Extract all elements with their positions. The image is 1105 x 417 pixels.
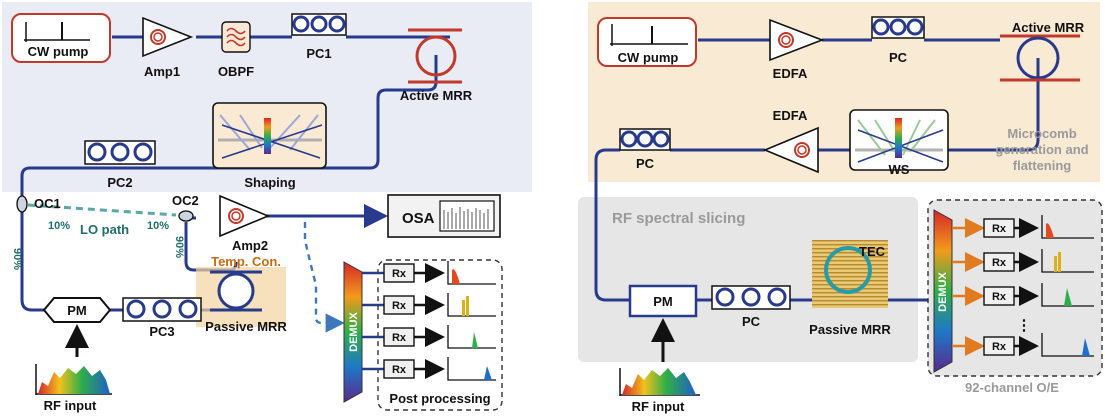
channel-oe-label: 92-channel O/E [965,380,1059,395]
obpf-filter: OBPF [218,21,254,79]
right-active-mrr-label: Active MRR [1012,20,1085,35]
right-rx3-label: Rx [992,291,1007,303]
right-rf-input-label: RF input [632,399,685,414]
oc2-10-label: 10% [147,220,169,232]
right-demux: DEMUX [933,209,953,373]
amp1-label: Amp1 [144,64,180,79]
right-pm-modulator: PM [628,284,698,318]
oc1-10-label: 10% [48,220,70,232]
microcomb-line-3: flattening [1013,158,1072,173]
microcomb-line-2: generation and [995,142,1088,157]
oc1-label: OC1 [34,196,61,211]
left-amp1: Amp1 [142,16,194,79]
pc-bottom-controller: PC [711,285,791,329]
right-cw-pump-label: CW pump [618,50,679,65]
left-amp2: Amp2 [219,194,271,253]
rf-spectral-slicing-label: RF spectral slicing [612,210,745,227]
temp-con-label: Temp. Con. [211,254,281,269]
pc2-label: PC2 [107,175,132,190]
ws-module: WS [849,109,949,177]
left-rx-row-2: Rx [362,293,496,317]
edfa-mid: EDFA [762,108,819,174]
edfa-top-label: EDFA [773,66,808,81]
pc2-controller: PC2 [84,140,156,190]
left-rx1-label: Rx [392,268,407,280]
right-rx4-label: Rx [992,341,1007,353]
right-active-mrr: Active MRR [1000,20,1085,82]
tec-label: TEC [859,244,886,259]
right-pm-label: PM [653,294,673,309]
left-rx-row-1: Rx [362,261,496,285]
right-cw-pump: CW pump [597,17,697,67]
edfa-top: EDFA [769,18,825,81]
oc1-90-label: 90% [11,248,23,270]
left-cw-pump-label: CW pump [28,44,89,59]
left-passive-mrr: Passive MRR [205,270,287,334]
edfa-mid-label: EDFA [773,108,808,123]
shaping-module: Shaping [212,102,327,190]
right-rx-row-3: Rx [952,283,1094,307]
right-rx-ellipsis: ⋮ [1017,317,1032,334]
pc1-label: PC1 [306,46,331,61]
osa-label: OSA [402,210,435,227]
left-rx2-label: Rx [392,300,407,312]
left-active-mrr: Active MRR [400,28,473,103]
pc3-label: PC3 [149,324,174,339]
oe-box [927,199,1103,377]
obpf-label: OBPF [218,64,254,79]
pc1-controller: PC1 [291,13,347,61]
pc3-controller: PC3 [122,297,202,339]
lo-path-label: LO path [80,222,129,237]
pc-mid-label: PC [636,156,655,171]
left-demux: DEMUX [343,261,363,403]
pc-top-controller: PC [871,16,925,65]
right-rx-row-2: Rx [952,249,1094,273]
amp2-label: Amp2 [232,238,268,253]
microcomb-caption: Microcomb generation and flattening [995,126,1088,173]
right-rx-row-1: Rx [952,215,1094,239]
left-cw-pump: CW pump [11,13,111,63]
left-active-mrr-label: Active MRR [400,88,473,103]
ws-label: WS [889,162,910,177]
right-rx-row-4: Rx [952,333,1094,357]
pc-top-label: PC [889,50,908,65]
left-rf-input-spectrum: RF input [35,364,112,413]
left-rx-row-4: Rx [362,357,496,381]
lo-path-line [27,203,177,217]
pc-mid-controller: PC [619,128,671,171]
right-passive-mrr-label: Passive MRR [809,322,891,337]
left-demux-label: DEMUX [348,311,360,351]
oc1-coupler: OC1 10% 90% [11,195,70,270]
amp2-to-demux-dashed [303,222,345,333]
left-rx3-label: Rx [392,332,407,344]
right-rx2-label: Rx [992,257,1007,269]
left-pm-label: PM [67,303,87,318]
oc2-label: OC2 [172,193,199,208]
osa-analyzer: OSA [387,194,501,238]
left-pm-modulator: PM [42,297,112,323]
left-rx4-label: Rx [392,364,407,376]
left-rx-row-3: Rx [362,325,496,349]
shaping-label: Shaping [244,175,295,190]
post-processing-label: Post processing [389,391,490,406]
right-demux-label: DEMUX [937,271,949,311]
right-rf-input-spectrum: RF input [619,368,700,414]
pc-bottom-label: PC [742,314,761,329]
left-passive-mrr-label: Passive MRR [205,319,287,334]
microcomb-line-1: Microcomb [1007,126,1076,141]
right-rx1-label: Rx [992,223,1007,235]
oc2-90-label: 90% [173,236,185,258]
right-passive-mrr: TEC Passive MRR [809,240,891,337]
left-rf-input-label: RF input [44,398,97,413]
right-fiber-path [594,38,1040,302]
oc2-coupler: OC2 10% 90% [147,193,199,258]
